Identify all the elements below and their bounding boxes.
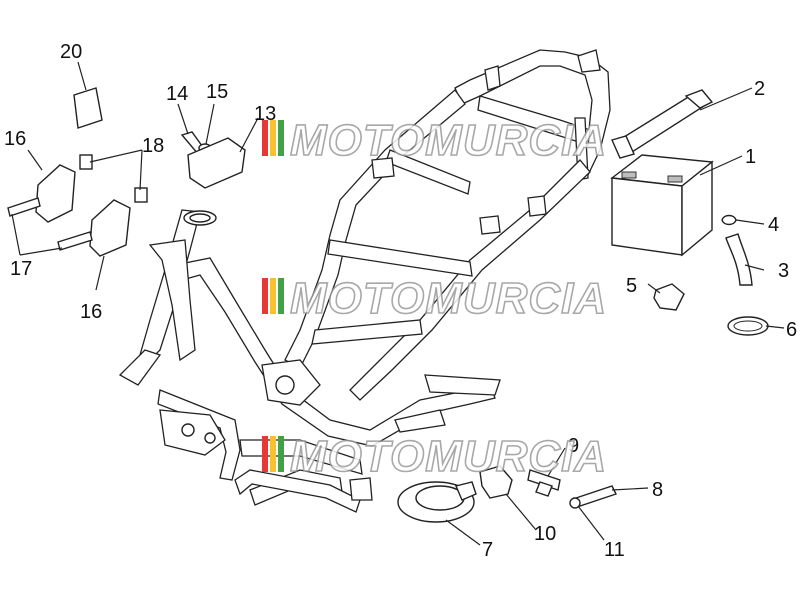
callout-16-bottom: 16 [80,301,102,323]
screw-17b [57,231,93,251]
watermark-text: MOTOMURCIA [290,274,607,323]
callout-5: 5 [626,275,637,297]
watermark-stripe-red [262,436,268,472]
callout-10: 10 [534,523,556,545]
callout-9: 9 [568,435,579,457]
callout-17: 17 [10,258,32,280]
callout-6: 6 [786,319,797,341]
callout-8: 8 [652,479,663,501]
battery-strap [611,89,714,159]
battery-cap [653,283,685,311]
watermark-text: MOTOMURCIA [290,432,607,481]
callout-13: 13 [254,103,276,125]
leader-lines [11,61,785,546]
bolt-8 [575,485,617,507]
rubber-mount-16b [89,199,131,257]
cover-20 [73,87,103,129]
hose-clamp [727,316,769,336]
washer-11 [569,497,581,509]
callout-15: 15 [206,81,228,103]
watermark-stripe-yellow [270,120,276,156]
callout-16-top: 16 [4,128,26,150]
watermark-top: MOTOMURCIA [262,115,607,166]
vent-tube [725,233,753,286]
watermark-bottom: MOTOMURCIA [262,431,607,482]
callout-2: 2 [754,78,765,100]
horn [397,481,477,523]
watermark-stripe-red [262,120,268,156]
callout-1: 1 [745,146,756,168]
callout-7: 7 [482,539,493,561]
horn-bracket [479,465,513,499]
watermark-stripe-yellow [270,278,276,314]
watermark-stripe-red [262,278,268,314]
screw-17a [7,197,41,217]
callout-4: 4 [768,214,779,236]
callout-14: 14 [166,83,188,105]
battery [610,154,714,257]
callout-20: 20 [60,41,82,63]
callout-3: 3 [778,260,789,282]
tube-clip [721,214,737,226]
nut-18b [134,187,148,203]
watermark-stripe-green [278,436,284,472]
watermark-middle: MOTOMURCIA [262,273,607,324]
bolt-9 [527,469,561,497]
rubber-mount-16a [35,164,76,223]
scooter-frame [118,49,611,513]
watermark-stripe-yellow [270,436,276,472]
watermark-text: MOTOMURCIA [290,116,607,165]
watermark-stripe-green [278,120,284,156]
callout-18: 18 [142,135,164,157]
watermark-stripe-green [278,278,284,314]
bracket-13 [187,137,246,189]
callout-11: 11 [604,539,625,561]
callout-labels: 1 2 3 4 5 6 7 8 9 10 11 13 14 15 16 16 1… [4,41,797,561]
